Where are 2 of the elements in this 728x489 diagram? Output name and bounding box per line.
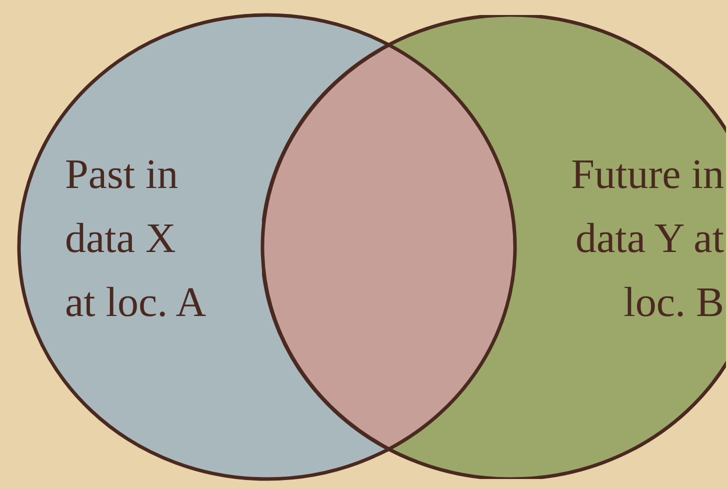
circle-label: Past in data X at loc. A	[65, 151, 208, 328]
circle-label: Future in data Y at loc. B	[570, 151, 724, 328]
